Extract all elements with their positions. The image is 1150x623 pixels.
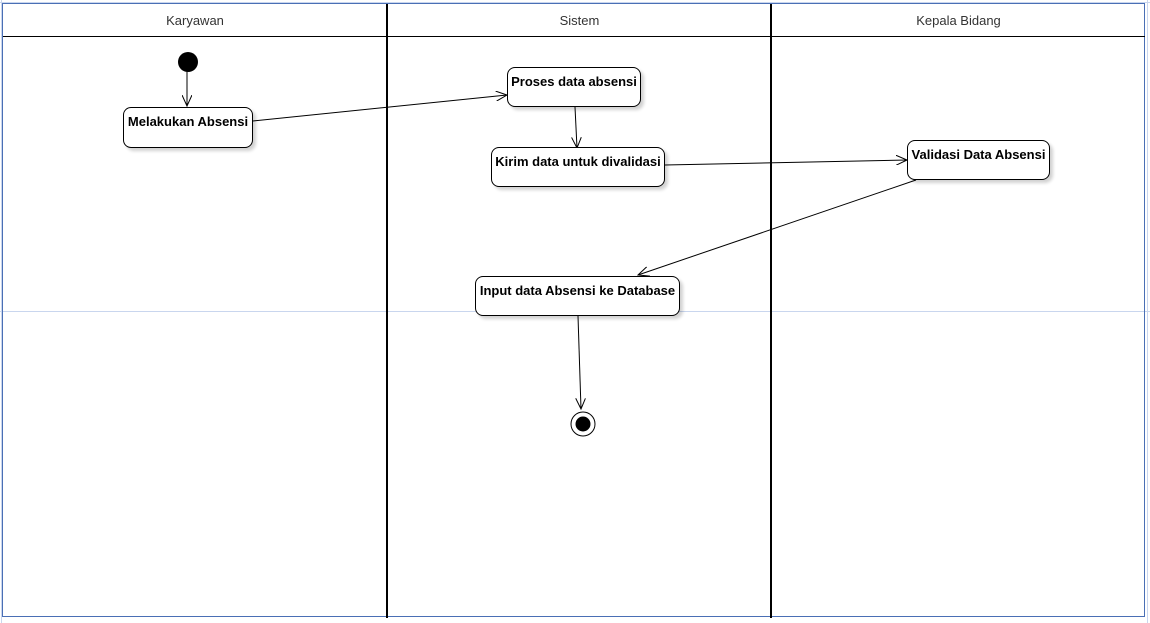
swimlane-frame — [2, 3, 1145, 617]
lane-divider-2 — [770, 4, 772, 618]
activity-input-data-absensi-ke-database[interactable]: Input data Absensi ke Database — [475, 276, 680, 316]
page-guide-left — [1, 0, 2, 623]
lane-header-separator — [3, 36, 1145, 37]
final-node — [570, 411, 596, 437]
flow-kirim-to-validasi — [664, 160, 907, 166]
page-guide-right — [1147, 0, 1148, 623]
lane-header-sistem: Sistem — [559, 12, 600, 28]
lane-divider-1 — [386, 4, 388, 618]
activity-melakukan-absensi[interactable]: Melakukan Absensi — [123, 107, 253, 148]
page-guide-top — [0, 2, 1150, 3]
flow-melakukan-to-proses — [252, 95, 507, 122]
flow-input-to-end — [578, 315, 581, 409]
lane-header-kepala-bidang: Kepala Bidang — [916, 12, 1001, 28]
activity-proses-data-absensi[interactable]: Proses data absensi — [507, 67, 641, 107]
lane-header-karyawan: Karyawan — [166, 12, 224, 28]
flow-validasi-to-input — [638, 179, 917, 275]
activity-validasi-data-absensi[interactable]: Validasi Data Absensi — [907, 140, 1050, 180]
flow-proses-to-kirim — [575, 106, 577, 148]
activity-kirim-data-untuk-divalidasi[interactable]: Kirim data untuk divalidasi — [491, 147, 665, 187]
initial-node — [178, 52, 198, 72]
